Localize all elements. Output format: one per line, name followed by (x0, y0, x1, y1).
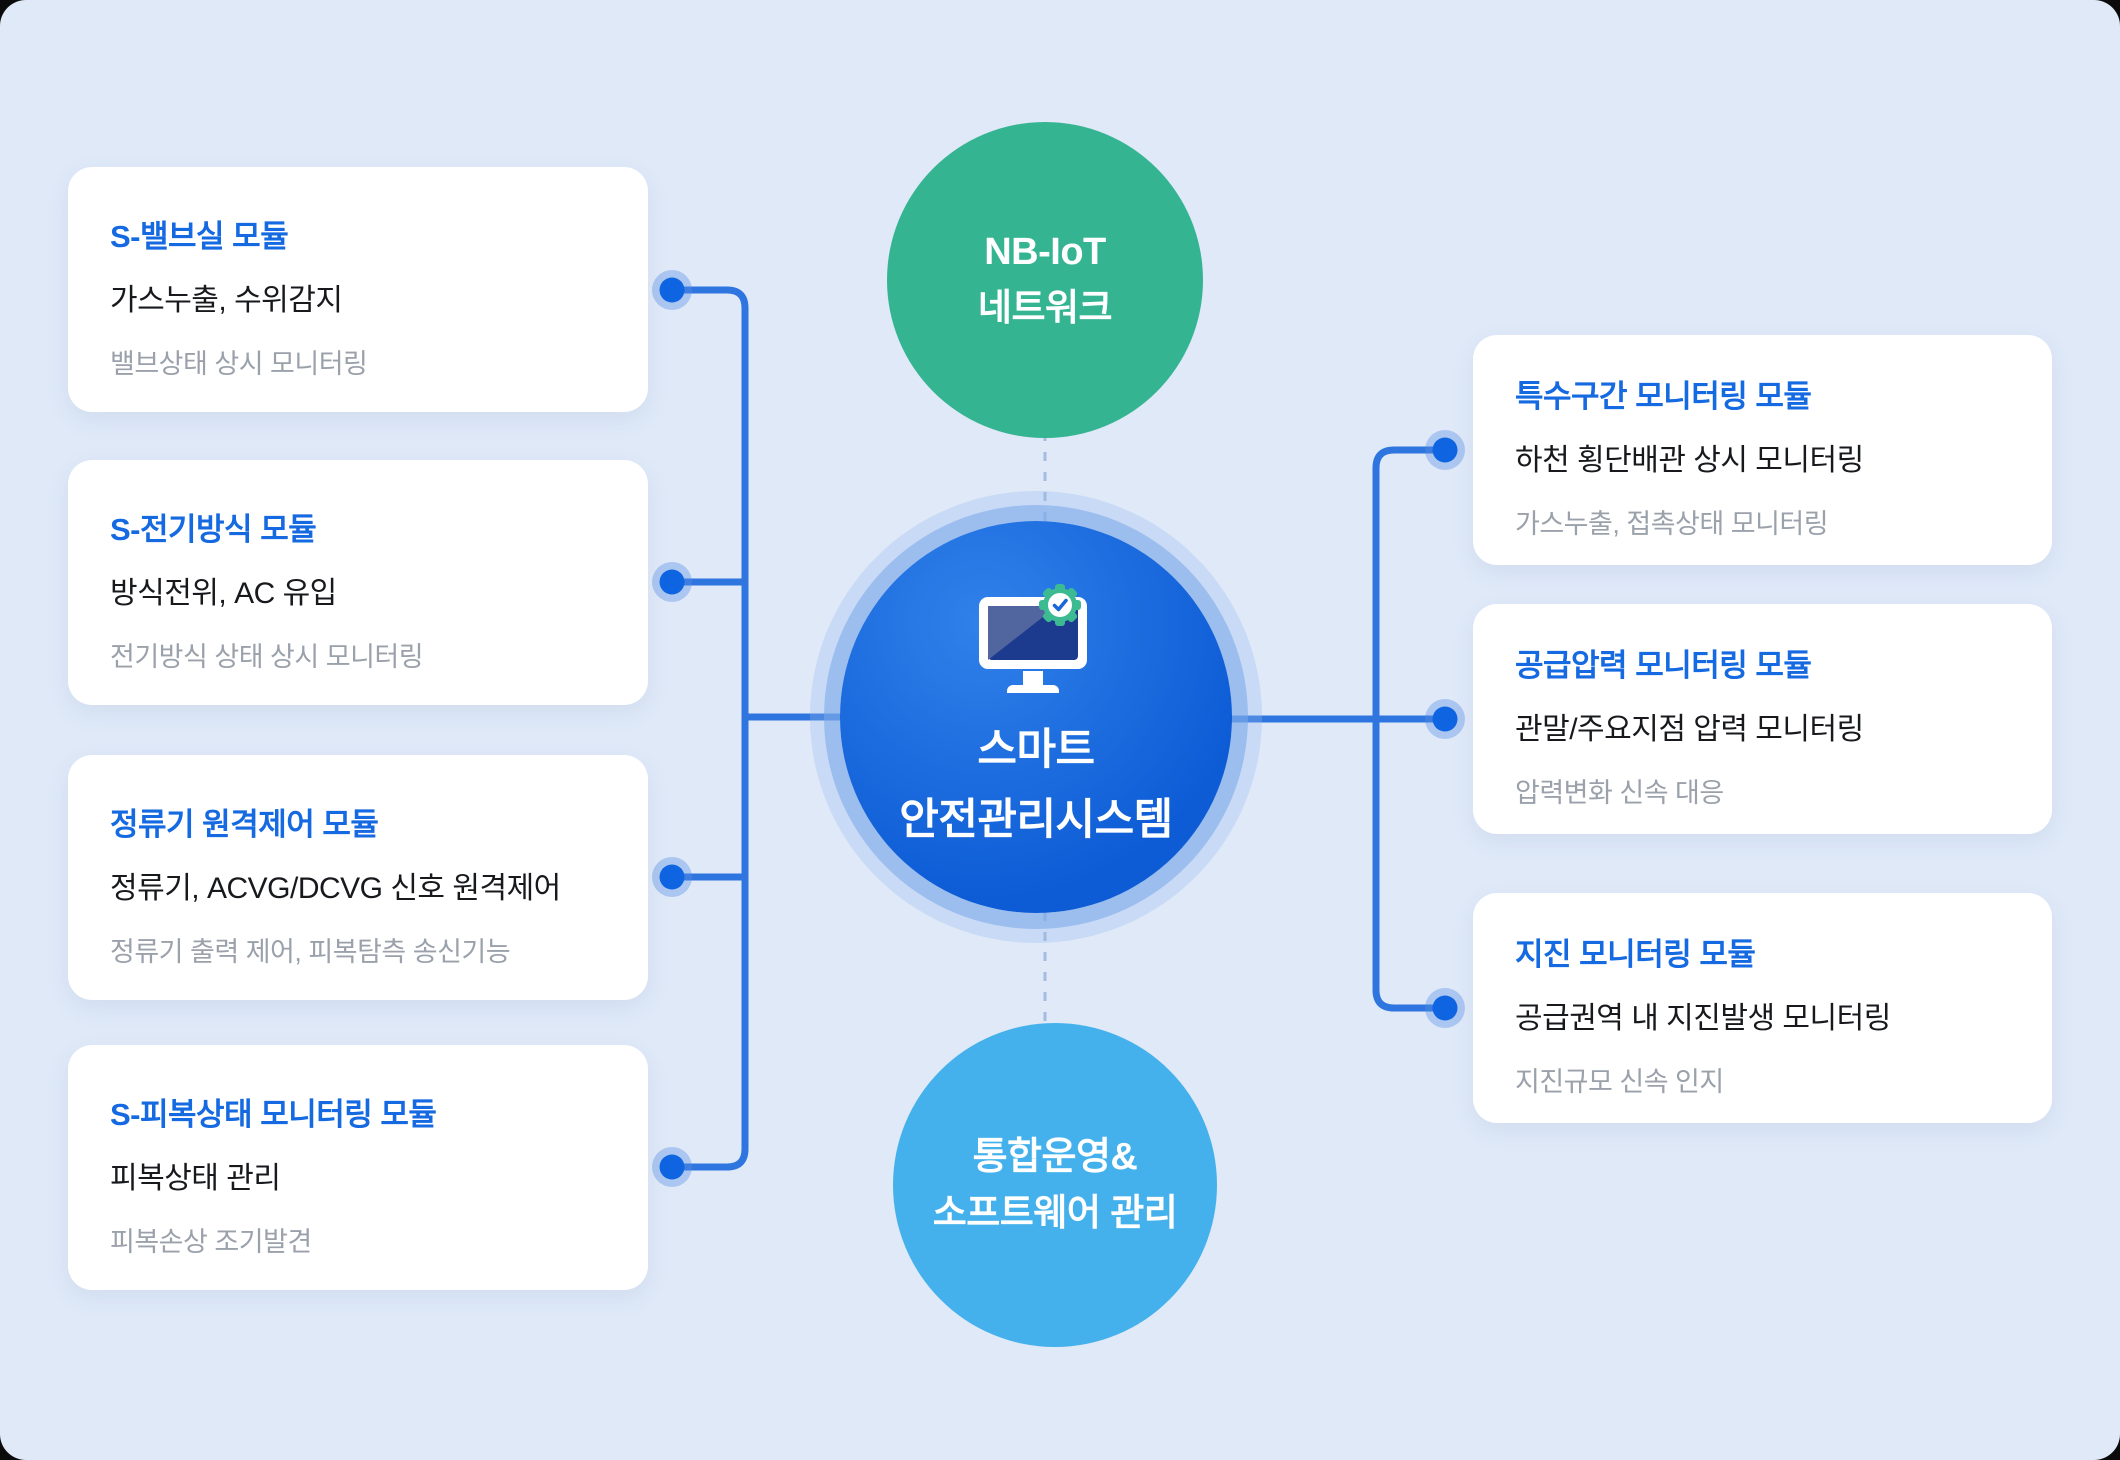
module-title: S-밸브실 모듈 (110, 219, 289, 254)
module-note: 가스누출, 접촉상태 모니터링 (1515, 509, 1829, 539)
module-card-rectifier-remote: 정류기 원격제어 모듈 정류기, ACVG/DCVG 신호 원격제어 정류기 출… (68, 755, 648, 1000)
connector-right-trunk (1372, 446, 1449, 1012)
module-title: 특수구간 모니터링 모듈 (1515, 379, 1812, 414)
module-subtitle: 관말/주요지점 압력 모니터링 (1515, 713, 1864, 746)
module-title: 공급압력 모니터링 모듈 (1515, 648, 1812, 683)
module-subtitle: 가스누출, 수위감지 (110, 284, 343, 317)
module-note: 지진규모 신속 인지 (1515, 1067, 1724, 1097)
integrated-operation-software-node: 통합운영& 소프트웨어 관리 (893, 1023, 1217, 1347)
module-note: 압력변화 신속 대응 (1515, 778, 1724, 808)
monitor-check-gear-icon (979, 584, 1087, 693)
module-note: 전기방식 상태 상시 모니터링 (110, 642, 424, 672)
connector-dots (652, 270, 1465, 1187)
node-label: 통합운영& (972, 1136, 1138, 1178)
module-subtitle: 공급권역 내 지진발생 모니터링 (1515, 1002, 1891, 1035)
module-card-valve-room: S-밸브실 모듈 가스누출, 수위감지 밸브상태 상시 모니터링 (68, 167, 648, 412)
module-subtitle: 피복상태 관리 (110, 1162, 281, 1195)
nb-iot-network-node: NB-IoT 네트워크 (887, 122, 1203, 438)
module-card-supply-pressure: 공급압력 모니터링 모듈 관말/주요지점 압력 모니터링 압력변화 신속 대응 (1473, 604, 2052, 834)
module-card-special-section: 특수구간 모니터링 모듈 하천 횡단배관 상시 모니터링 가스누출, 접촉상태 … (1473, 335, 2052, 565)
module-subtitle: 정류기, ACVG/DCVG 신호 원격제어 (110, 872, 561, 905)
node-label: NB-IoT (984, 231, 1106, 273)
center-title-line2: 안전관리시스템 (899, 796, 1173, 844)
connector-left-trunk (668, 286, 749, 1171)
center-title-line1: 스마트 (977, 726, 1095, 774)
smart-safety-system-node: 스마트 안전관리시스템 (840, 521, 1232, 913)
module-subtitle: 하천 횡단배관 상시 모니터링 (1515, 444, 1864, 477)
module-title: 정류기 원격제어 모듈 (110, 807, 379, 842)
module-card-earthquake: 지진 모니터링 모듈 공급권역 내 지진발생 모니터링 지진규모 신속 인지 (1473, 893, 2052, 1123)
module-note: 밸브상태 상시 모니터링 (110, 349, 368, 379)
module-note: 정류기 출력 제어, 피복탐측 송신기능 (110, 937, 511, 967)
module-title: 지진 모니터링 모듈 (1515, 937, 1756, 972)
module-card-coating-status: S-피복상태 모니터링 모듈 피복상태 관리 피복손상 조기발견 (68, 1045, 648, 1290)
module-subtitle: 방식전위, AC 유입 (110, 577, 337, 610)
module-note: 피복손상 조기발견 (110, 1227, 312, 1257)
module-card-cathodic-protection: S-전기방식 모듈 방식전위, AC 유입 전기방식 상태 상시 모니터링 (68, 460, 648, 705)
module-title: S-피복상태 모니터링 모듈 (110, 1097, 437, 1132)
node-label: 소프트웨어 관리 (932, 1192, 1178, 1233)
node-label: 네트워크 (977, 287, 1113, 328)
module-title: S-전기방식 모듈 (110, 512, 317, 547)
